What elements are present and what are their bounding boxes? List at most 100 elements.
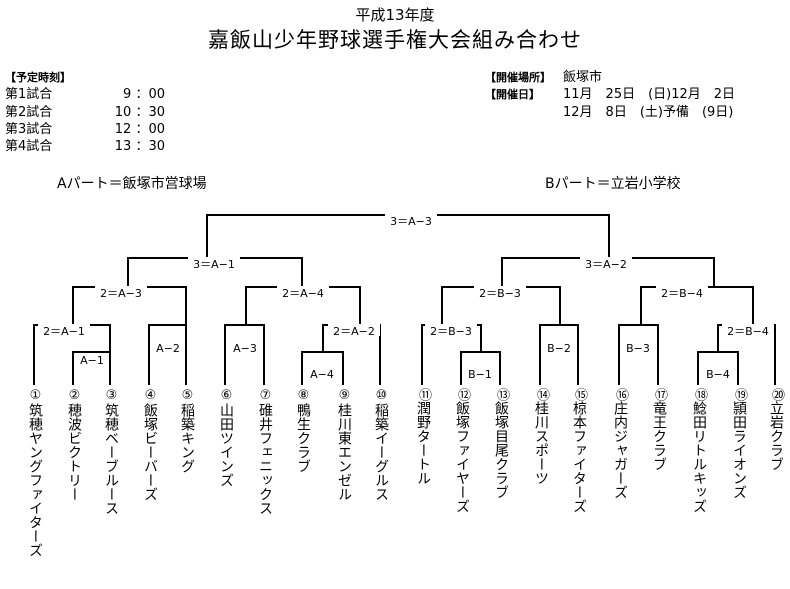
game-label: 第2試合 bbox=[5, 104, 53, 120]
team-12: ⑫飯塚ファイヤーズ bbox=[452, 388, 470, 513]
team-10: ⑩稲築イーグルス bbox=[371, 388, 389, 501]
date-value-2: 12月 8日 (土)予備 (9日) bbox=[563, 104, 734, 120]
team-7: ⑦碓井フェニックス bbox=[255, 388, 273, 515]
team-14: ⑭桂川スポーツ bbox=[531, 388, 549, 485]
game-time: 13 ：30 bbox=[114, 139, 165, 155]
date-label: 【開催日】 bbox=[485, 88, 540, 102]
team-4: ④飯塚ビーバーズ bbox=[140, 388, 158, 501]
bracket-r-b1 bbox=[460, 351, 501, 385]
schedule-row: 第2試合 10 ：30 bbox=[5, 104, 165, 121]
bracket-r-a3 bbox=[224, 324, 265, 385]
label-final: 3＝A−3 bbox=[390, 215, 432, 228]
team-15: ⑮椋本ファイターズ bbox=[569, 388, 587, 513]
venue-label: 【開催場所】 bbox=[485, 71, 551, 84]
bracket-r-a2 bbox=[148, 324, 186, 385]
game-label: 第3試合 bbox=[5, 121, 53, 137]
team-number: ③ bbox=[104, 388, 119, 403]
label-r-b4: B−4 bbox=[706, 368, 730, 381]
tournament-year: 平成13年度 bbox=[355, 6, 435, 24]
team-number: ⑲ bbox=[732, 388, 747, 401]
team-name: 桂川東エンゼル bbox=[336, 403, 352, 501]
date-value-1: 11月 25日 (日)12月 2日 bbox=[563, 87, 736, 103]
team-18: ⑱鯰田リトルキッズ bbox=[689, 388, 707, 513]
team-name: 竜王クラブ bbox=[651, 401, 667, 471]
team-number: ⑮ bbox=[572, 388, 587, 401]
team-number: ⑫ bbox=[455, 388, 470, 401]
team-name: 碓井フェニックス bbox=[257, 403, 273, 515]
team-6: ⑥山田ツインズ bbox=[216, 388, 234, 487]
team-number: ④ bbox=[143, 388, 158, 403]
team-number: ⑩ bbox=[374, 388, 389, 403]
label-b-l4: 2＝B−4 bbox=[661, 287, 703, 300]
bracket-r-a4 bbox=[301, 351, 344, 385]
team-number: ⑦ bbox=[258, 388, 273, 403]
label-a1: 3＝A−1 bbox=[193, 258, 235, 271]
team-20: ⑳立岩クラブ bbox=[766, 388, 784, 471]
team-name: 鯰田リトルキッズ bbox=[691, 401, 707, 513]
team-1: ①筑穂ヤングファイターズ bbox=[25, 388, 43, 557]
team-name: 鴨生クラブ bbox=[295, 403, 311, 473]
team-name: 筑穂ヤングファイターズ bbox=[27, 403, 43, 557]
team-8: ⑧鴨生クラブ bbox=[293, 388, 311, 473]
label-2b3: 2＝B−3 bbox=[430, 325, 472, 338]
venue-value: 飯塚市 bbox=[563, 70, 603, 85]
team-16: ⑯庄内ジャガーズ bbox=[610, 388, 628, 499]
team-name: 頴田ライオンズ bbox=[731, 401, 747, 499]
label-b-l3: 2＝B−3 bbox=[479, 287, 521, 300]
team-name: 穂波ビクトリー bbox=[66, 403, 82, 501]
team-name: 庄内ジャガーズ bbox=[612, 401, 628, 499]
label-2a2: 2＝A−2 bbox=[333, 325, 375, 338]
bracket-r-b2 bbox=[539, 324, 579, 385]
team-number: ⑤ bbox=[180, 388, 195, 403]
team-number: ⑭ bbox=[534, 388, 549, 401]
team-number: ⑰ bbox=[652, 388, 667, 401]
game-time: 10 ：30 bbox=[114, 104, 165, 120]
label-r-b1: B−1 bbox=[468, 368, 492, 381]
team-number: ⑯ bbox=[613, 388, 628, 401]
team-name: 飯塚目尾クラブ bbox=[493, 401, 509, 499]
team-name: 飯塚ビーバーズ bbox=[142, 403, 158, 501]
label-r-a4: A−4 bbox=[310, 368, 334, 381]
game-time: 12 ：00 bbox=[114, 121, 165, 137]
team-name: 山田ツインズ bbox=[218, 403, 234, 487]
bracket-r-b4 bbox=[697, 351, 739, 385]
label-r-a1: A−1 bbox=[80, 354, 104, 367]
game-label: 第1試合 bbox=[5, 87, 53, 103]
game-time: 9 ：00 bbox=[123, 87, 165, 103]
team-name: 桂川スポーツ bbox=[533, 401, 549, 485]
team-number: ⑳ bbox=[769, 388, 784, 401]
team-number: ⑧ bbox=[296, 388, 311, 403]
team-name: 立岩クラブ bbox=[768, 401, 784, 471]
team-name: 筑穂ベーブルース bbox=[103, 403, 119, 515]
label-r-b2: B−2 bbox=[547, 342, 571, 355]
team-name: 潤野タートル bbox=[415, 401, 431, 485]
team-number: ⑥ bbox=[219, 388, 234, 403]
team-number: ① bbox=[28, 388, 43, 403]
team-name: 稲築イーグルス bbox=[373, 403, 389, 501]
schedule-row: 第3試合 12 ：00 bbox=[5, 121, 165, 138]
label-a2: 3＝A−2 bbox=[585, 258, 627, 271]
team-name: 稲築キング bbox=[179, 403, 195, 473]
part-b-label: Bパート＝立岩小学校 bbox=[545, 176, 681, 192]
team-11: ⑪潤野タートル bbox=[413, 388, 431, 485]
label-2a1: 2＝A−1 bbox=[43, 325, 85, 338]
schedule-heading: 【予定時刻】 bbox=[5, 71, 71, 84]
team-3: ③筑穂ベーブルース bbox=[101, 388, 119, 515]
team-name: 椋本ファイターズ bbox=[571, 401, 587, 513]
label-a-l3: 2＝A−3 bbox=[100, 287, 142, 300]
team-13: ⑬飯塚目尾クラブ bbox=[491, 388, 509, 499]
venue-info: 【開催場所】飯塚市 【開催日】 11月 25日 (日)12月 2日 12月 8日 … bbox=[485, 69, 735, 121]
team-number: ② bbox=[67, 388, 82, 403]
schedule-row: 第1試合 9 ：00 bbox=[5, 86, 165, 103]
label-r-a3: A−3 bbox=[233, 342, 257, 355]
schedule-row: 第4試合 13 ：30 bbox=[5, 138, 165, 155]
game-label: 第4試合 bbox=[5, 139, 53, 155]
team-number: ⑱ bbox=[692, 388, 707, 401]
team-17: ⑰竜王クラブ bbox=[649, 388, 667, 471]
team-number: ⑨ bbox=[337, 388, 352, 403]
tournament-title: 嘉飯山少年野球選手権大会組み合わせ bbox=[208, 28, 582, 52]
team-5: ⑤稲築キング bbox=[177, 388, 195, 473]
team-2: ②穂波ビクトリー bbox=[64, 388, 82, 501]
team-name: 飯塚ファイヤーズ bbox=[454, 401, 470, 513]
